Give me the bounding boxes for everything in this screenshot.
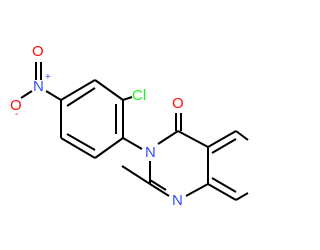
bond-c-cl [122,96,133,101]
molecule-diagram: O N + O - Cl O N N . [10,43,249,209]
oxygen-minus-charge: - [15,109,18,120]
bond-benzo-a-inner [211,138,237,154]
atom-oxygen-nitro-left: O [10,97,22,114]
molecule-structure: O N + O - Cl O N N . [10,43,249,209]
bond-ring-n3 [122,137,143,150]
bond-n3-c4 [157,130,179,145]
atom-oxygen-carbonyl: O [172,95,184,112]
nitrogen-plus-charge: + [45,72,51,83]
bond-c8a-n1 [185,183,209,197]
bond-c2-methyl [121,165,151,185]
bond-n1-c2 [149,183,170,197]
atom-nitrogen-1: N [172,192,183,209]
bond-ring1-b [94,79,124,101]
bond-benzo-c-inner [211,177,237,193]
atom-chlorine: Cl [132,87,146,104]
bond-benzo-d [235,192,249,201]
bond-benzo-c [207,183,237,201]
bond-ring1-e [60,137,96,159]
bond-benzo-b [235,130,249,141]
bond-c4-c4a [177,130,209,148]
bond-n1-c2-double [149,179,167,191]
bond-ring1-a-inner [66,87,96,107]
bond-n-ring [45,90,62,101]
bond-ring1-a [60,79,96,101]
bond-benzo-a [207,130,237,148]
bond-n-o-left [20,90,33,99]
bond-ring1-d [94,137,124,159]
atom-oxygen-nitro-top: O [32,43,44,60]
atom-nitrogen-nitro: N [33,78,44,95]
bond-ring1-e-inner [66,133,96,151]
atom-nitrogen-3: N [145,144,156,161]
